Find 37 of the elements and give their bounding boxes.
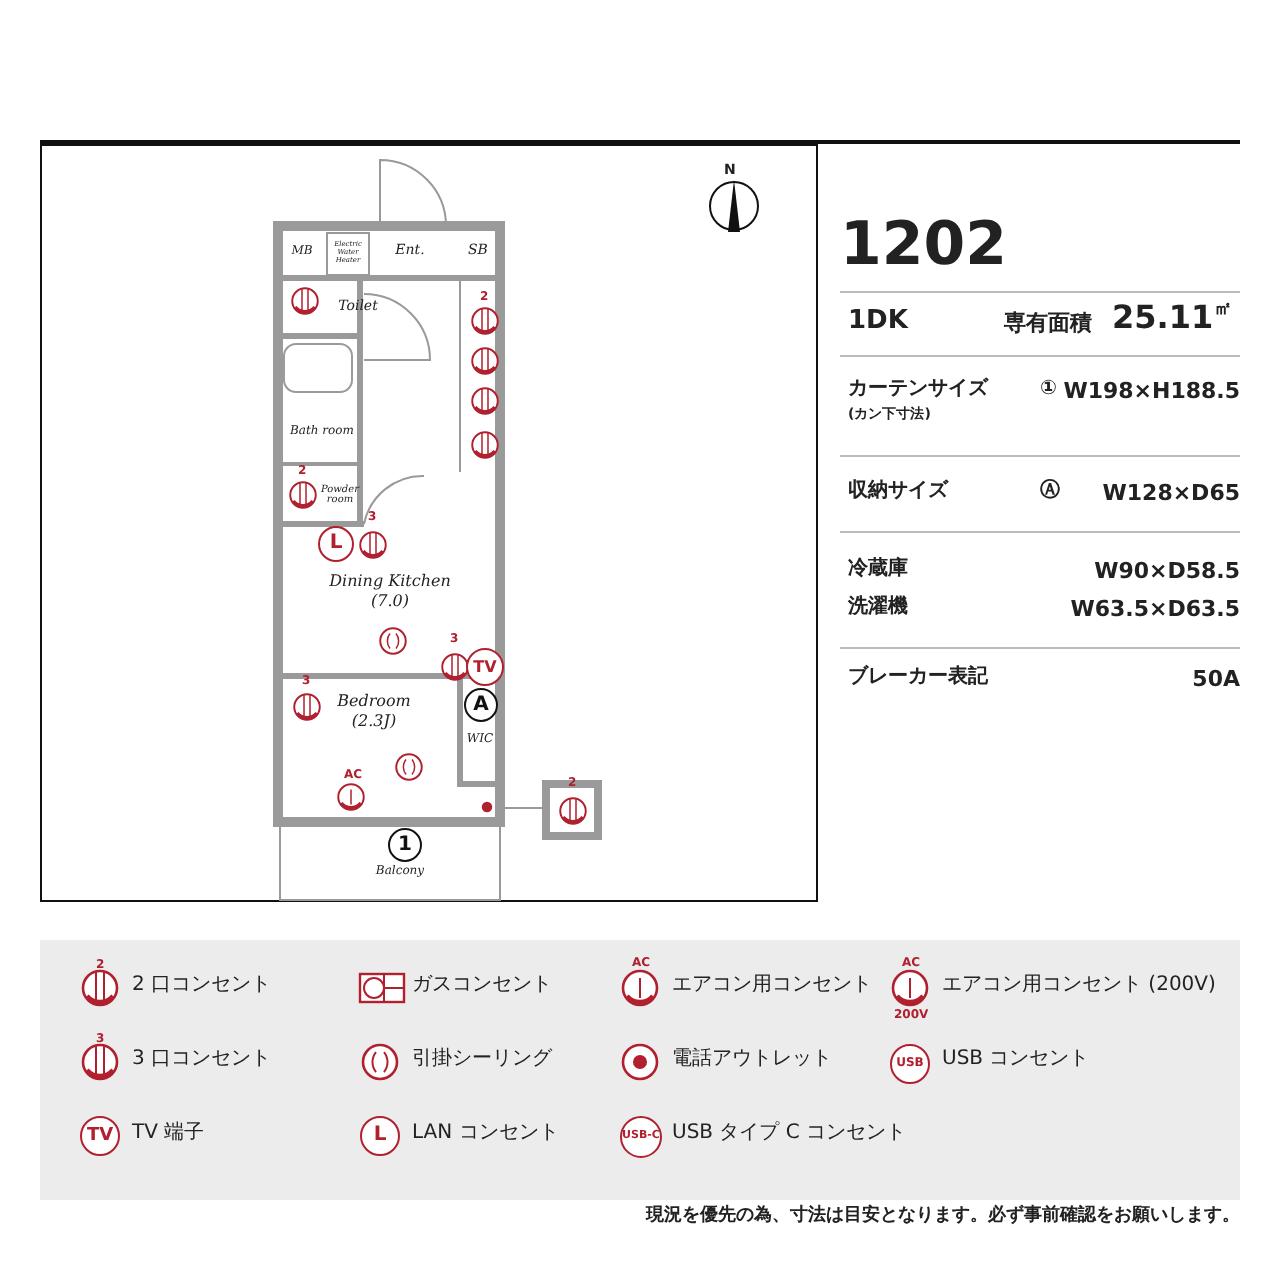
circled-mark: L bbox=[318, 526, 354, 562]
spec-value: 25.11 bbox=[1112, 302, 1214, 334]
legend-label: エアコン用コンセント bbox=[672, 976, 872, 996]
spec-value: W90×D58.5 bbox=[1094, 560, 1240, 582]
spec-value: W128×D65 bbox=[1102, 482, 1240, 504]
circled-mark: A bbox=[464, 688, 498, 722]
legend-label: ガスコンセント bbox=[412, 976, 552, 996]
room-number: 1202 bbox=[840, 216, 1007, 276]
room-label: Bedroom bbox=[337, 694, 411, 710]
legend-label: 電話アウトレット bbox=[672, 1050, 832, 1070]
room-label: Dining Kitchen bbox=[329, 574, 451, 590]
spec-label: ① bbox=[1040, 380, 1057, 400]
circled-mark: 1 bbox=[388, 828, 422, 862]
legend-label: エアコン用コンセント (200V) bbox=[942, 976, 1216, 996]
note-text: 現況を優先の為、寸法は目安となります。必ず事前確認をお願いします。 bbox=[646, 1208, 1240, 1226]
room-size: (2.3J) bbox=[351, 714, 397, 730]
spec-label: カーテンサイズ bbox=[848, 380, 988, 400]
spec-value: 50A bbox=[1192, 668, 1240, 690]
legend-label: 2 口コンセント bbox=[132, 976, 272, 996]
room-size: (7.0) bbox=[371, 594, 409, 610]
spec-value: 1DK bbox=[848, 308, 908, 334]
spec-value: W198×H188.5 bbox=[1063, 380, 1240, 402]
spec-value: W63.5×D63.5 bbox=[1070, 598, 1240, 620]
legend-label: USB タイプ C コンセント bbox=[672, 1124, 907, 1144]
legend-label: 引掛シーリング bbox=[412, 1050, 552, 1070]
spec-label: ブレーカー表記 bbox=[848, 668, 988, 688]
circled-mark: TV bbox=[466, 648, 504, 686]
legend-label: TV 端子 bbox=[132, 1124, 205, 1144]
legend-label: LAN コンセント bbox=[412, 1124, 559, 1144]
legend-label: 3 口コンセント bbox=[132, 1050, 272, 1070]
spec-label: ㎡ bbox=[1214, 302, 1232, 320]
spec-label: 洗濯機 bbox=[848, 598, 908, 618]
spec-label: 冷蔵庫 bbox=[848, 560, 908, 580]
spec-label: 専有面積 bbox=[1004, 312, 1092, 334]
spec-label: 収納サイズ bbox=[848, 482, 948, 502]
legend-label: USB コンセント bbox=[942, 1050, 1090, 1070]
spec-label: Ⓐ bbox=[1040, 482, 1060, 502]
